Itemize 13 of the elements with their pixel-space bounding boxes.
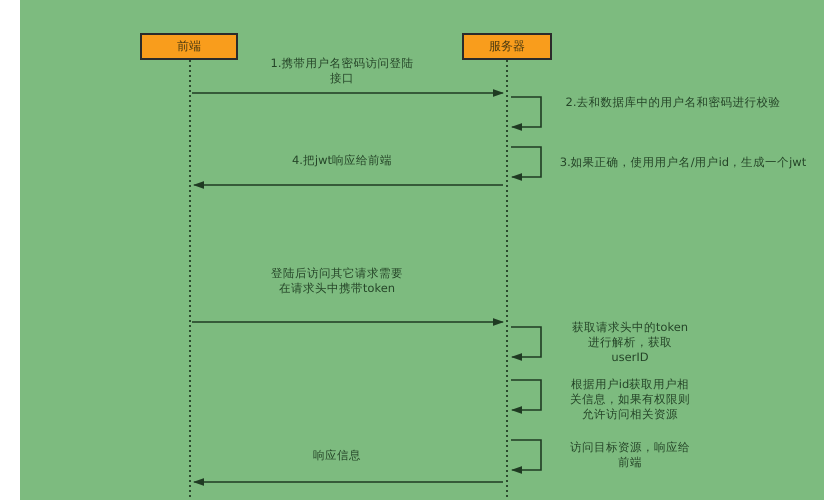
participant-box: 前端 [140, 33, 238, 60]
message-arrow [192, 181, 503, 189]
message-arrow [192, 89, 504, 97]
participant-box: 服务器 [462, 33, 552, 60]
self-message-arrow [510, 146, 542, 181]
edge-label: 根据用户id获取用户相关信息，如果有权限则允许访问相关资源 [568, 377, 692, 422]
self-message-arrow [510, 326, 542, 361]
self-message-arrow [510, 96, 542, 131]
message-arrow [192, 318, 504, 326]
self-message-arrow [510, 379, 542, 414]
message-arrow [192, 478, 503, 486]
edge-label: 访问目标资源，响应给前端 [568, 440, 692, 470]
self-message-arrow [510, 439, 542, 474]
